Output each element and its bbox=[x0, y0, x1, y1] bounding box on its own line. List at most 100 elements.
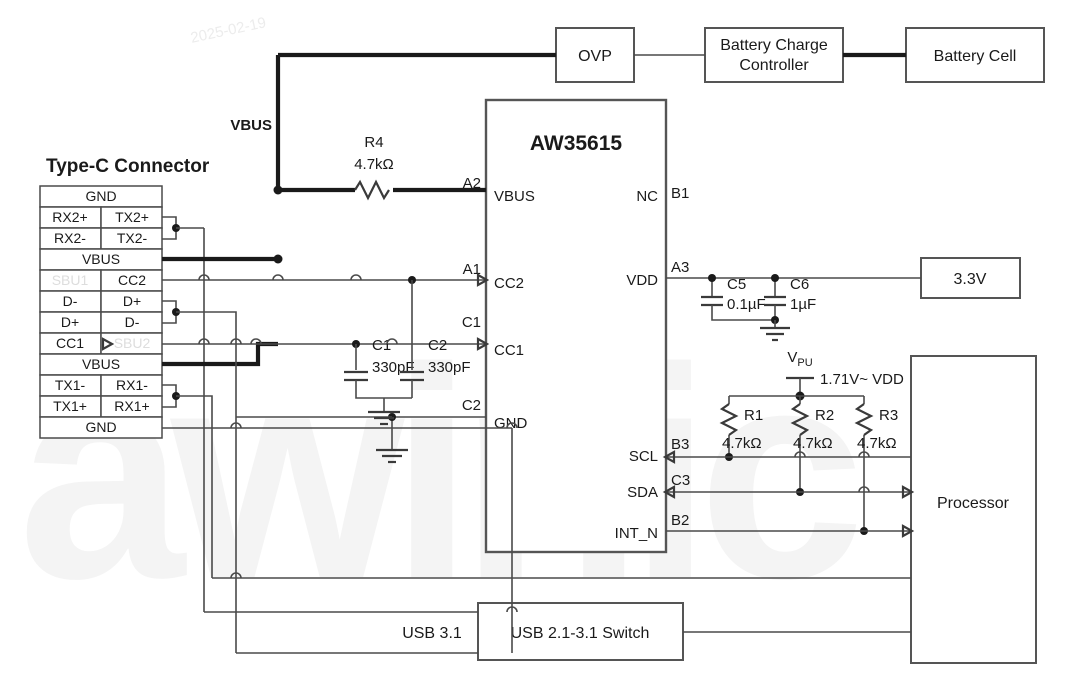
connector-cell-vbus-1: VBUS bbox=[82, 251, 120, 267]
wire-hop-cc2-3 bbox=[350, 274, 362, 281]
capacitor-c1-value: 330pF bbox=[372, 359, 415, 376]
resistor-r3: R3 4.7kΩ bbox=[854, 403, 898, 535]
wire-hop-gnd-1 bbox=[506, 422, 518, 429]
connector-cell-gnd-top: GND bbox=[85, 188, 116, 204]
wire-vbus-row2 bbox=[162, 341, 278, 367]
chip-pin-vbus-label: VBUS bbox=[494, 188, 535, 205]
connector-cell-cc2: CC2 bbox=[118, 272, 146, 288]
connector-cell-rx1n: RX1- bbox=[116, 377, 148, 393]
connector-cell-dp-2: D+ bbox=[61, 314, 79, 330]
ovp-label: OVP bbox=[578, 48, 612, 65]
wire-hop-scl-r2 bbox=[794, 451, 806, 458]
wire-hop-gnd-2 bbox=[230, 422, 242, 429]
chip-aw35615: AW35615 VBUS CC2 CC1 GND A2 A1 C1 C2 NC … bbox=[462, 98, 690, 554]
ground-symbol-chip bbox=[376, 448, 408, 464]
connector-cell-vbus-2: VBUS bbox=[82, 356, 120, 372]
capacitor-c5-value: 0.1µF bbox=[727, 296, 766, 313]
capacitor-c6: C6 1µF bbox=[764, 274, 816, 324]
wire-dpair-down bbox=[176, 311, 237, 653]
connector-cell-rx2n: RX2- bbox=[54, 230, 86, 246]
arrow-sda-out bbox=[901, 485, 915, 499]
arrow-intn-out bbox=[901, 524, 915, 538]
wire-hop-cc1-3 bbox=[250, 338, 262, 345]
block-3v3-supply: 3.3V bbox=[920, 257, 1021, 299]
capacitor-c2-ref: C2 bbox=[428, 337, 447, 354]
connector-cell-sbu1: SBU1 bbox=[52, 272, 89, 288]
connector-cell-cc1: CC1 bbox=[56, 335, 84, 351]
connector-cell-tx2p: TX2+ bbox=[115, 209, 149, 225]
chip-pin-scl-label: SCL bbox=[629, 448, 658, 465]
resistor-r1-ref: R1 bbox=[744, 407, 763, 424]
connector-title: Type-C Connector bbox=[46, 156, 210, 177]
chip-ball-b2: B2 bbox=[671, 512, 689, 529]
chip-ball-b1: B1 bbox=[671, 185, 689, 202]
resistor-r2-value: 4.7kΩ bbox=[793, 435, 833, 452]
resistor-r2-ref: R2 bbox=[815, 407, 834, 424]
capacitor-c5-ref: C5 bbox=[727, 276, 746, 293]
capacitor-c2: C2 330pF bbox=[400, 280, 471, 398]
wire-hop-cc2-2 bbox=[198, 274, 210, 281]
capacitor-c6-ref: C6 bbox=[790, 276, 809, 293]
connector-cell-gnd-bot: GND bbox=[85, 419, 116, 435]
block-usb-switch: USB 2.1-3.1 Switch bbox=[477, 602, 684, 661]
chip-ball-a1: A1 bbox=[463, 261, 481, 278]
connector-cell-dn-2: D- bbox=[125, 314, 140, 330]
type-c-connector: Type-C Connector GND RX2+ TX2+ RX2- TX2-… bbox=[39, 156, 210, 439]
wire-hop-sda-r3 bbox=[858, 486, 870, 493]
connector-cell-sbu2: SBU2 bbox=[114, 335, 151, 351]
chip-pin-cc1-label: CC1 bbox=[494, 342, 524, 359]
resistor-r4-symbol bbox=[354, 179, 390, 201]
chip-pin-sda-label: SDA bbox=[627, 484, 658, 501]
block-processor: Processor bbox=[910, 355, 1037, 664]
wire-hop-bus-1 bbox=[230, 572, 242, 579]
resistor-r1-value: 4.7kΩ bbox=[722, 435, 762, 452]
connector-cell-tx2n: TX2- bbox=[117, 230, 148, 246]
ground-symbol-cc-caps bbox=[368, 398, 400, 426]
chip-pin-nc-label: NC bbox=[636, 188, 658, 205]
vpu-rail: VPU 1.71V~ VDD bbox=[728, 349, 904, 404]
chip-ball-b3: B3 bbox=[671, 436, 689, 453]
capacitor-c5: C5 0.1µF bbox=[701, 274, 775, 321]
junction-vbus-r4 bbox=[273, 185, 283, 195]
charger-label-line1: Battery Charge bbox=[720, 37, 828, 54]
block-ovp: OVP bbox=[555, 27, 635, 83]
vpu-range-label: 1.71V~ VDD bbox=[820, 371, 904, 388]
chip-pin-vdd-label: VDD bbox=[626, 272, 658, 289]
chip-ball-a2: A2 bbox=[463, 175, 481, 192]
arrow-scl-in bbox=[662, 450, 676, 464]
resistor-r4-ref: R4 bbox=[364, 134, 383, 151]
arrow-sda-in bbox=[662, 485, 676, 499]
processor-label: Processor bbox=[937, 495, 1010, 512]
resistor-r3-value: 4.7kΩ bbox=[857, 435, 897, 452]
charger-label-line2: Controller bbox=[739, 57, 809, 74]
chip-pin-intn-label: INT_N bbox=[615, 525, 658, 542]
capacitor-c6-value: 1µF bbox=[790, 296, 816, 313]
resistor-r3-ref: R3 bbox=[879, 407, 898, 424]
capacitor-c2-value: 330pF bbox=[428, 359, 471, 376]
connector-cell-dn-1: D- bbox=[63, 293, 78, 309]
supply-label: 3.3V bbox=[954, 271, 987, 288]
connector-cell-tx1p: TX1+ bbox=[53, 398, 87, 414]
arrow-cc1-connector bbox=[101, 337, 115, 351]
arrow-cc1-in bbox=[476, 337, 490, 351]
chip-ball-c3: C3 bbox=[671, 472, 690, 489]
wire-hop-cc2-1 bbox=[272, 274, 284, 281]
chip-ball-c1: C1 bbox=[462, 314, 481, 331]
resistor-r4-value: 4.7kΩ bbox=[354, 156, 394, 173]
capacitor-c1-ref: C1 bbox=[372, 337, 391, 354]
arrow-cc2-in bbox=[476, 273, 490, 287]
resistor-r2: R2 4.7kΩ bbox=[790, 403, 834, 496]
connector-cell-tx1n: TX1- bbox=[55, 377, 86, 393]
wire-hop-cc1-4 bbox=[386, 338, 398, 345]
net-label-usb31: USB 3.1 bbox=[402, 625, 462, 642]
battery-label: Battery Cell bbox=[934, 48, 1017, 65]
wire-hop-scl-r3 bbox=[858, 451, 870, 458]
block-battery-cell: Battery Cell bbox=[905, 27, 1045, 83]
ground-symbol-vdd bbox=[760, 320, 790, 342]
connector-cell-rx1p: RX1+ bbox=[114, 398, 149, 414]
wire-hop-cc1-1 bbox=[198, 338, 210, 345]
chip-pin-cc2-label: CC2 bbox=[494, 275, 524, 292]
wire-tx1-down bbox=[176, 395, 213, 578]
